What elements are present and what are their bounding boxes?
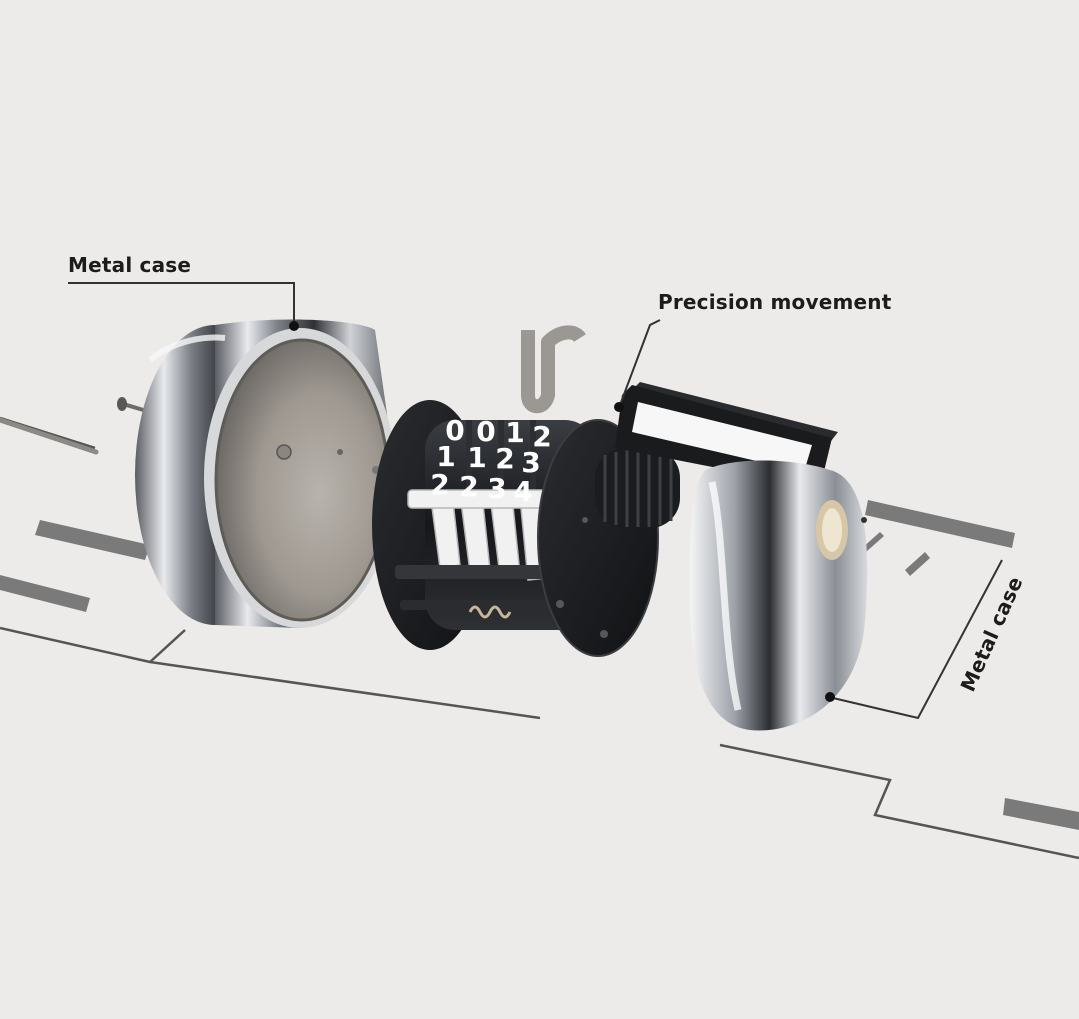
digit-bot-1: 2 [430, 468, 449, 501]
digit-mid-3: 2 [495, 442, 514, 475]
right-metal-case [615, 382, 868, 731]
digit-top-1: 0 [445, 414, 464, 447]
callout-leaders [68, 282, 1003, 720]
digit-mid-4: 3 [521, 446, 540, 479]
digit-bot-4: 4 [513, 475, 532, 508]
digit-row-middle: 1 1 2 3 [436, 440, 540, 479]
counter-digits: 0 0 1 2 1 1 2 3 2 2 3 4 [430, 414, 551, 508]
precision-movement: 0 0 1 2 1 1 2 3 2 2 3 4 [372, 325, 680, 657]
digit-mid-2: 1 [467, 441, 486, 474]
digit-top-2: 0 [476, 415, 495, 448]
digit-top-3: 1 [505, 416, 524, 449]
metal-case-label-left: Metal case [68, 253, 192, 277]
left-metal-case [135, 319, 396, 628]
digit-mid-1: 1 [436, 440, 455, 473]
digit-row-top: 0 0 1 2 [445, 414, 551, 453]
guide-bars [0, 500, 1079, 830]
digit-bot-2: 2 [459, 470, 478, 503]
digit-top-4: 2 [532, 420, 551, 453]
digit-row-bottom: 2 2 3 4 [430, 468, 532, 508]
callout-dots [289, 321, 835, 702]
digit-bot-3: 3 [487, 472, 506, 505]
knurled-knob [595, 448, 680, 528]
precision-movement-label: Precision movement [658, 290, 892, 314]
